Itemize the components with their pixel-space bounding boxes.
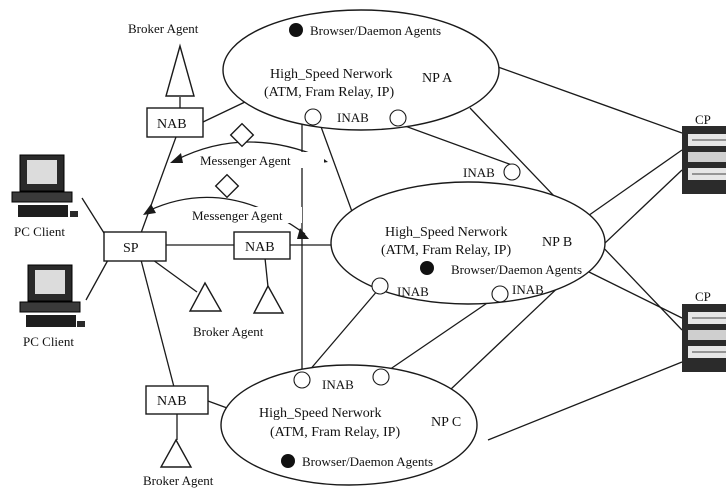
cp-top: CP [682, 112, 726, 194]
nab-mid-label: NAB [245, 240, 275, 255]
broker-top-label: Broker Agent [128, 21, 199, 36]
nab-top: NAB [146, 107, 204, 138]
arrowhead-2-right [297, 228, 309, 239]
np-b-name: NP B [542, 235, 572, 250]
broker-agent-mid: Broker Agent [188, 281, 285, 339]
np-b-inab-top-label: INAB [463, 165, 495, 180]
link-pc2-sp [85, 259, 109, 301]
link-inab-a-inab-b-top [404, 125, 513, 166]
pc-client-1-computer-icon [11, 154, 78, 217]
np-c-inab-left-port [293, 371, 311, 389]
link-nab-top-npa [202, 101, 246, 123]
messenger-1-label: Messenger Agent [200, 153, 291, 168]
pc-client-2: PC Client [19, 264, 85, 349]
network-np-c: INAB High_Speed Nerwork NP C (ATM, Fram … [220, 364, 478, 486]
nab-top-box [146, 107, 204, 138]
np-a-title: High_Speed Nerwork [270, 67, 392, 82]
arrowhead-1-left [170, 153, 183, 163]
sp-label: SP [123, 241, 139, 256]
np-c-inab-right-port [372, 368, 390, 386]
np-b-subtitle: (ATM, Fram Relay, IP) [381, 243, 511, 258]
link-nab-mid-broker [264, 257, 269, 288]
pc-client-2-computer-icon [19, 264, 85, 327]
np-b-title: High_Speed Nerwork [385, 225, 507, 240]
nab-bottom-box [145, 385, 209, 415]
np-b-agents-label: Browser/Daemon Agents [451, 262, 582, 277]
broker-bottom-label: Broker Agent [143, 473, 214, 488]
network-np-b: INAB High_Speed Nerwork NP B (ATM, Fram … [330, 163, 606, 305]
pc-client-1-label: PC Client [14, 224, 65, 239]
np-b-inab-right-port [491, 285, 509, 303]
np-c-agents-label: Browser/Daemon Agents [302, 454, 433, 469]
np-a-ellipse [222, 9, 500, 131]
nab-bottom: NAB [145, 385, 209, 415]
broker-bottom-triangle-icon [159, 438, 193, 468]
link-npb-cp-top [584, 149, 683, 219]
link-sp-nab-bottom [140, 259, 175, 388]
messenger-agent-2-icon [214, 173, 240, 199]
np-b-inab-left-label: INAB [397, 284, 429, 299]
np-c-title: High_Speed Nerwork [259, 406, 381, 421]
np-b-inab-top-port [503, 163, 521, 181]
np-a-agent-dot-icon [289, 23, 303, 37]
nab-top-label: NAB [157, 117, 187, 132]
np-b-ellipse [330, 181, 606, 305]
link-npc-cp-bottom [487, 361, 683, 441]
np-c-inab-label: INAB [322, 377, 354, 392]
nab-bottom-label: NAB [157, 394, 187, 409]
broker-mid-left-triangle-icon [188, 281, 223, 312]
sp-box [103, 231, 167, 262]
link-inab-c-inab-b [307, 289, 379, 373]
link-pc1-sp [81, 197, 105, 234]
nab-mid: NAB [233, 231, 291, 260]
messenger-2-label-bg [190, 207, 302, 223]
np-a-inab-left-port [304, 108, 322, 126]
broker-top-triangle-icon [165, 43, 195, 97]
broker-mid-right-triangle-icon [252, 284, 285, 314]
np-a-name: NP A [422, 71, 453, 86]
link-npb-cp-bottom [584, 269, 683, 319]
np-a-inab-label: INAB [337, 110, 369, 125]
cp-top-label: CP [695, 112, 711, 127]
np-c-name: NP C [431, 415, 461, 430]
nab-mid-box [233, 231, 291, 260]
cp-bottom-label: CP [695, 289, 711, 304]
broker-agent-top: Broker Agent [128, 21, 199, 97]
np-b-inab-left-port [371, 277, 389, 295]
messenger-1-label-bg [196, 152, 324, 168]
sp-node: SP [103, 231, 167, 262]
np-a-inab-right-port [389, 109, 407, 127]
np-b-inab-right-label: INAB [512, 282, 544, 297]
cp-bottom: CP [682, 289, 726, 372]
arrowhead-2-left [143, 204, 156, 215]
broker-mid-label: Broker Agent [193, 324, 264, 339]
np-c-agent-dot-icon [281, 454, 295, 468]
network-np-a: Browser/Daemon Agents High_Speed Nerwork… [222, 9, 500, 131]
cp-bottom-server-icon [682, 304, 726, 372]
broker-agent-bottom: Broker Agent [143, 438, 214, 488]
cp-top-server-icon [682, 126, 726, 194]
np-b-agent-dot-icon [420, 261, 434, 275]
np-a-agents-label: Browser/Daemon Agents [310, 23, 441, 38]
link-sp-broker-mid [152, 259, 198, 293]
link-inab-c-inab-b-right [385, 296, 497, 373]
link-nab-top-sp [140, 136, 177, 234]
np-c-subtitle: (ATM, Fram Relay, IP) [270, 425, 400, 440]
link-npa-cp-top [497, 66, 683, 134]
np-a-subtitle: (ATM, Fram Relay, IP) [264, 85, 394, 100]
pc-client-1: PC Client [11, 154, 78, 239]
messenger-2-label: Messenger Agent [192, 208, 283, 223]
pc-client-2-label: PC Client [23, 334, 74, 349]
messenger-agent-1-icon [229, 122, 255, 148]
